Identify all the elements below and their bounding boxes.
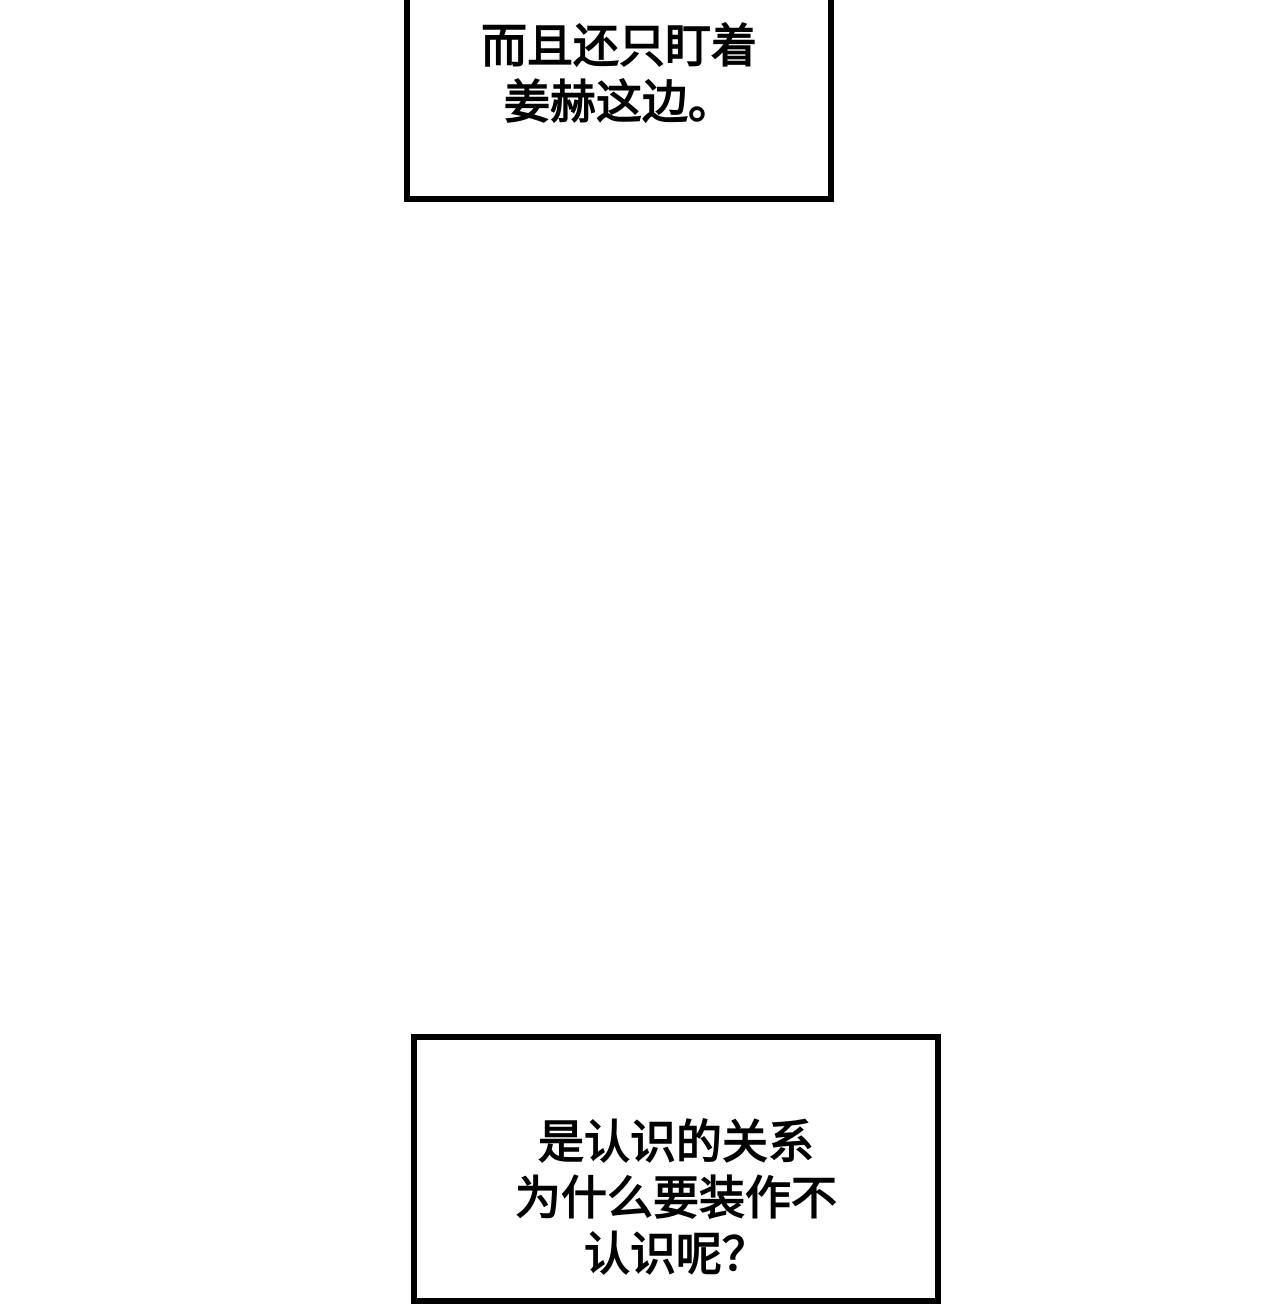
caption-box-bottom: 是认识的关系 为什么要装作不 认识呢？: [411, 1034, 941, 1304]
caption-line: 是认识的关系: [538, 1115, 814, 1169]
caption-line: 姜赫这边。: [504, 75, 734, 129]
caption-line: 为什么要装作不: [515, 1171, 837, 1225]
caption-line: 而且还只盯着: [481, 19, 757, 73]
caption-box-top: 而且还只盯着 姜赫这边。: [404, 0, 834, 202]
caption-line: 认识呢？: [584, 1227, 768, 1281]
